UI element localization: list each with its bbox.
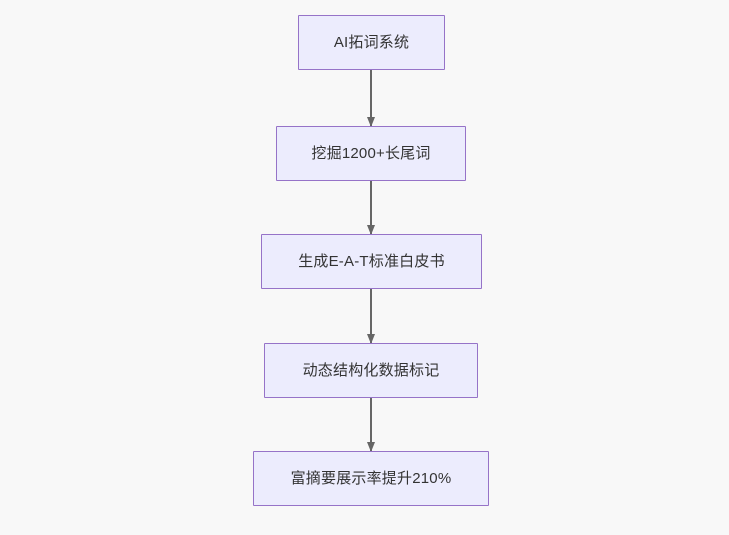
flow-node-label: 生成E-A-T标准白皮书 <box>298 252 445 270</box>
flow-node-rich-snippet-impression-lift[interactable]: 富摘要展示率提升210% <box>253 451 489 506</box>
flow-node-label: AI拓词系统 <box>333 33 410 51</box>
flow-node-label: 动态结构化数据标记 <box>302 361 440 379</box>
flow-node-mine-longtail-keywords[interactable]: 挖掘1200+长尾词 <box>276 126 466 181</box>
flow-node-label: 挖掘1200+长尾词 <box>311 144 431 162</box>
flow-node-generate-eat-whitepaper[interactable]: 生成E-A-T标准白皮书 <box>261 234 482 289</box>
flow-node-label: 富摘要展示率提升210% <box>290 469 452 487</box>
flow-node-ai-keyword-system[interactable]: AI拓词系统 <box>298 15 445 70</box>
flow-node-dynamic-structured-data-markup[interactable]: 动态结构化数据标记 <box>264 343 478 398</box>
